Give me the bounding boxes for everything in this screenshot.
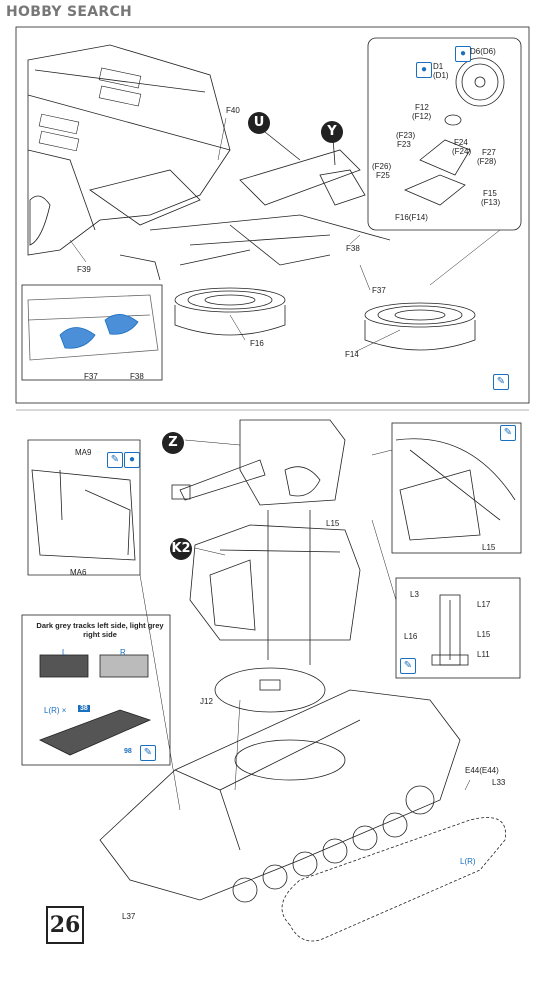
paint-icon: ✎ <box>140 745 156 761</box>
superstructure-drawing <box>189 524 361 641</box>
part-F24: F24 <box>454 138 468 147</box>
track-inset-drawing <box>39 654 152 756</box>
part-F23a: (F23) <box>396 131 416 140</box>
l-parts-drawing <box>431 594 469 666</box>
part-F37: F37 <box>372 286 386 295</box>
part-F16F14: F16(F14) <box>395 213 428 222</box>
part-MA9: MA9 <box>75 448 92 457</box>
part-L17: L17 <box>477 600 491 609</box>
callout-Z: Z <box>162 432 184 454</box>
part-F15: F15 <box>483 189 497 198</box>
watermark: HOBBY SEARCH <box>6 4 133 20</box>
part-F23b: F23 <box>397 140 411 149</box>
fender-inset-frame <box>391 422 522 554</box>
upper-panel-frame <box>15 26 530 404</box>
upper-hull-drawing <box>27 44 231 256</box>
paint-icon: ● <box>416 62 432 78</box>
wheel-inset-frame <box>367 37 522 231</box>
paint-icon: ● <box>124 452 140 468</box>
lower-leader-lines <box>139 439 471 811</box>
part-E44: E44(E44) <box>465 766 499 775</box>
paint-icon: ✎ <box>500 425 516 441</box>
paint-icon: ✎ <box>107 452 123 468</box>
callout-Y: Y <box>321 121 343 143</box>
gun-mount-drawing <box>171 419 346 665</box>
blue-inset-drawing <box>27 294 159 361</box>
inset-part-F37: F37 <box>84 372 98 381</box>
part-D1: D1 <box>433 62 444 71</box>
part-F39: F39 <box>77 265 91 274</box>
upper-leader-lines <box>69 117 501 353</box>
part-F28: (F28) <box>477 157 497 166</box>
callout-K2: K2 <box>170 538 192 560</box>
fender-inset-drawing <box>395 438 516 541</box>
part-F27: F27 <box>482 148 496 157</box>
part-F13: (F13) <box>481 198 501 207</box>
part-F40: F40 <box>226 106 240 115</box>
part-L11: L11 <box>477 650 490 659</box>
part-D6: D6(D6) <box>470 47 496 56</box>
track-inset-frame <box>21 614 171 766</box>
track-label: L(R) <box>460 857 476 866</box>
idler-wheel-right <box>364 302 476 351</box>
paint-icon: ● <box>455 46 471 62</box>
step-number: 26 <box>46 906 84 944</box>
track-note: Dark grey tracks left side, light grey r… <box>36 621 164 639</box>
part-L33: L33 <box>492 778 506 787</box>
track-count: 38 <box>78 705 90 712</box>
part-F25: F25 <box>376 171 390 180</box>
part-J12: J12 <box>200 697 213 706</box>
part-L15: L15 <box>326 519 340 528</box>
turntable <box>214 667 326 713</box>
part-F24b: (F24) <box>452 147 472 156</box>
track-count-label: L(R) × <box>44 706 67 715</box>
paint-icon: ✎ <box>493 374 509 390</box>
mount-parts-drawing <box>119 127 391 281</box>
wheel-inset-drawing <box>403 57 505 206</box>
lower-hull-drawing <box>99 689 461 903</box>
loose-track <box>281 817 506 942</box>
paint-icon: ✎ <box>400 658 416 674</box>
l-parts-inset-frame <box>395 577 521 679</box>
track-L-label: L <box>62 648 67 657</box>
part-D1b: (D1) <box>433 71 449 80</box>
part-L3: L3 <box>410 590 419 599</box>
part-F14: F14 <box>345 350 359 359</box>
turntable-hub <box>259 679 281 691</box>
inset-part-F38: F38 <box>130 372 144 381</box>
part-F26: (F26) <box>372 162 392 171</box>
part-F12b: (F12) <box>412 112 432 121</box>
part-L37: L37 <box>122 912 136 921</box>
ma-inset-drawing <box>31 469 136 561</box>
part-F38: F38 <box>346 244 360 253</box>
track-R-label: R <box>120 648 126 657</box>
callout-U: U <box>248 112 270 134</box>
part-MA6: MA6 <box>70 568 87 577</box>
blue-inset-frame <box>21 284 163 381</box>
part-F12: F12 <box>415 103 429 112</box>
part-L15: L15 <box>477 630 491 639</box>
track-count-2: 98 <box>124 748 132 755</box>
part-L15: L15 <box>482 543 496 552</box>
part-L16: L16 <box>404 632 418 641</box>
idler-wheel-left <box>174 287 286 336</box>
part-F16: F16 <box>250 339 264 348</box>
